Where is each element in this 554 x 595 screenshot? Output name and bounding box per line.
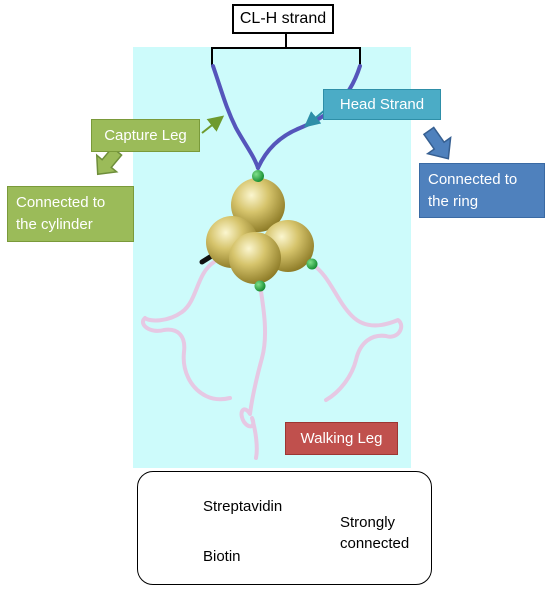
- connected-cylinder-line-1: Connected to: [16, 194, 106, 211]
- streptavidin-cluster: [206, 178, 314, 284]
- head-strand-block-arrow: [422, 126, 452, 160]
- connected-ring-label: Connected to the ring: [419, 163, 545, 218]
- connected-cylinder-line-2: the cylinder: [16, 216, 93, 233]
- head-strand-arrow: [303, 109, 326, 128]
- biotin-right: [306, 258, 318, 270]
- connected-ring-line-1: Connected to: [428, 171, 518, 188]
- biotin-top: [252, 170, 264, 182]
- walking-leg-label: Walking Leg: [285, 422, 398, 455]
- connected-cylinder-label: Connected to the cylinder: [7, 186, 134, 242]
- capture-leg-label: Capture Leg: [91, 119, 200, 152]
- strongly-connected-line-2: connected: [340, 535, 410, 552]
- walking-legs: [141, 260, 404, 460]
- capture-leg-strand: [211, 64, 260, 170]
- cl-h-strand-title: CL-H strand: [232, 4, 334, 34]
- strand-bracket: [211, 34, 361, 66]
- capture-leg-block-arrow: [95, 146, 123, 176]
- head-strand-label: Head Strand: [323, 89, 441, 120]
- biotin-legend-label: Biotin: [203, 548, 241, 565]
- connected-ring-line-2: the ring: [428, 193, 479, 210]
- strongly-connected-label: Strongly connected: [340, 512, 409, 554]
- strongly-connected-line-1: Strongly: [340, 514, 396, 531]
- streptavidin-top: [231, 178, 285, 232]
- streptavidin-legend-label: Streptavidin: [203, 498, 283, 515]
- biotin-bottom: [254, 280, 266, 292]
- legend-box: [137, 471, 432, 585]
- capture-leg-arrow: [201, 115, 225, 134]
- streptavidin-front: [229, 232, 281, 284]
